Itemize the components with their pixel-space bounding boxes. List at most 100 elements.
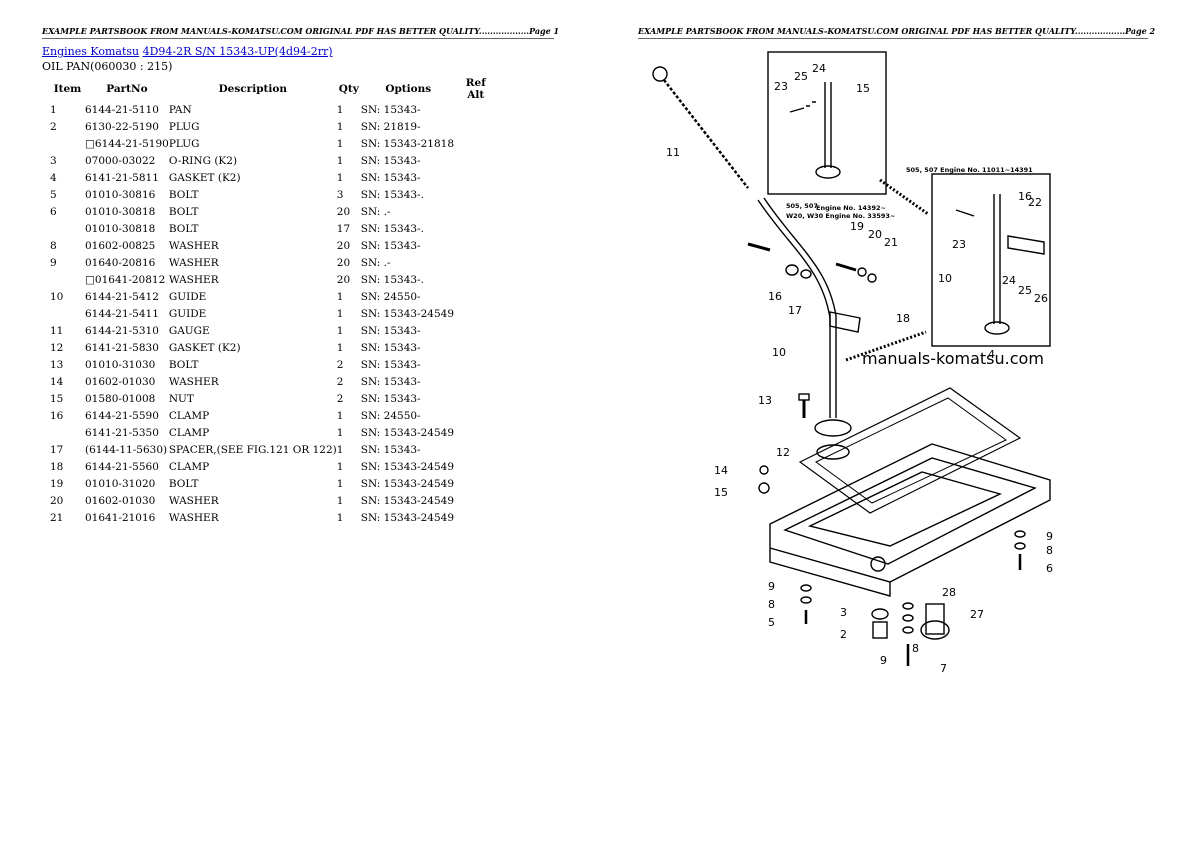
cell-qty: 1	[336, 307, 344, 320]
cell-partno: 01010-31030	[85, 358, 156, 371]
col-header-qty: Qty	[338, 83, 359, 95]
cell-item: 2	[50, 120, 57, 133]
cell-qty: 1	[336, 324, 344, 337]
page-2-header: EXAMPLE PARTSBOOK FROM MANUALS-KOMATSU.C…	[638, 26, 1155, 39]
cell-refalt	[456, 254, 496, 271]
callout-20: 20	[868, 228, 882, 241]
cell-item: 9	[50, 256, 57, 269]
cell-options: SN: 15343-24549	[360, 477, 454, 490]
plug-2	[872, 621, 888, 639]
cell-qty: 1	[336, 154, 344, 167]
inset-box-right	[931, 173, 1051, 347]
cell-description: BOLT	[168, 358, 199, 371]
cell-options: SN: 15343-24549	[360, 307, 454, 320]
cell-partno: 01010-31020	[85, 477, 156, 490]
cell-description: CLAMP	[168, 460, 210, 473]
cell-partno: 6144-21-5412	[85, 290, 159, 303]
callout-25: 25	[794, 70, 808, 83]
cell-options: SN: 15343-	[360, 154, 421, 167]
callout-21: 21	[884, 236, 898, 249]
cell-refalt	[456, 441, 496, 458]
cell-refalt	[456, 509, 496, 526]
gasket-12	[816, 444, 850, 460]
cell-item	[42, 424, 85, 441]
cell-partno: 6144-21-5110	[85, 103, 159, 116]
breadcrumb: Engines Komatsu 4D94-2R S/N 15343-UP(4d9…	[42, 45, 333, 58]
table-row: 17(6144-11-5630)SPACER,(SEE FIG.121 OR 1…	[42, 441, 496, 458]
callout-24b: 24	[1002, 274, 1016, 287]
breadcrumb-link-model[interactable]: 4D94-2R S/N 15343-UP(4d94-2rr)	[142, 45, 333, 58]
callout-28: 28	[942, 586, 956, 599]
cell-refalt	[456, 118, 496, 135]
cell-refalt	[456, 288, 496, 305]
cell-description: GASKET (K2)	[168, 341, 241, 354]
cell-qty: 1	[336, 477, 344, 490]
cell-qty: 20	[336, 205, 351, 218]
callout-8b: 8	[768, 598, 775, 611]
cell-qty: 20	[336, 273, 351, 286]
cell-description: WASHER	[168, 375, 219, 388]
cell-options: SN: 24550-	[360, 290, 421, 303]
cell-description: WASHER	[168, 494, 219, 507]
cell-item: 1	[50, 103, 57, 116]
callout-11: 11	[666, 146, 680, 159]
guide-flange	[814, 419, 852, 437]
cell-item: 15	[50, 392, 64, 405]
cell-item	[42, 305, 85, 322]
cell-description: BOLT	[168, 222, 199, 235]
cell-options: SN: 24550-	[360, 409, 421, 422]
cell-item	[42, 220, 85, 237]
cell-partno: 01010-30816	[85, 188, 156, 201]
cell-options: SN: 15343-	[360, 171, 421, 184]
cell-qty: 1	[336, 443, 344, 456]
cell-partno: 01602-01030	[85, 494, 156, 507]
col-header-item: Item	[53, 83, 82, 95]
cell-qty: 1	[336, 103, 344, 116]
oil-pan	[769, 443, 1051, 583]
callout-26: 26	[1034, 292, 1048, 305]
callout-8: 8	[1046, 544, 1053, 557]
cell-item: 3	[50, 154, 57, 167]
cell-description: GUIDE	[168, 307, 207, 320]
cell-refalt	[456, 237, 496, 254]
cell-options: SN: 15343-.	[360, 273, 424, 286]
cell-description: PAN	[168, 103, 192, 116]
note-left-line-3: W20, W30 Engine No. 33593~	[786, 212, 895, 220]
callout-18: 18	[896, 312, 910, 325]
cell-refalt	[456, 339, 496, 356]
callout-23: 23	[774, 80, 788, 93]
page-title: OIL PAN(060030 : 215)	[42, 60, 173, 73]
callout-15a: 15	[856, 82, 870, 95]
cell-options: SN: .-	[360, 205, 391, 218]
cell-description: PLUG	[168, 120, 200, 133]
cell-partno: □01641-20812	[85, 273, 166, 286]
cell-refalt	[456, 186, 496, 203]
breadcrumb-link-engines[interactable]: Engines Komatsu	[42, 45, 140, 58]
cell-partno: 6144-21-5310	[85, 324, 159, 337]
cell-item: 4	[50, 171, 57, 184]
cell-partno: 01580-01008	[85, 392, 156, 405]
cell-description: NUT	[168, 392, 194, 405]
callout-9c: 9	[880, 654, 887, 667]
cell-partno: 6130-22-5190	[85, 120, 159, 133]
cell-description: BOLT	[168, 205, 199, 218]
callout-17: 17	[788, 304, 802, 317]
callout-22: 22	[1028, 196, 1042, 209]
cell-qty: 3	[336, 188, 344, 201]
cell-refalt	[456, 271, 496, 288]
callout-2: 2	[840, 628, 847, 641]
cell-description: WASHER	[168, 273, 219, 286]
o-ring-3	[871, 608, 889, 620]
gasket-4	[798, 387, 1022, 514]
cell-refalt	[456, 152, 496, 169]
cell-partno: 6144-21-5411	[85, 307, 159, 320]
cell-partno: 6144-21-5590	[85, 409, 159, 422]
cell-refalt	[456, 424, 496, 441]
